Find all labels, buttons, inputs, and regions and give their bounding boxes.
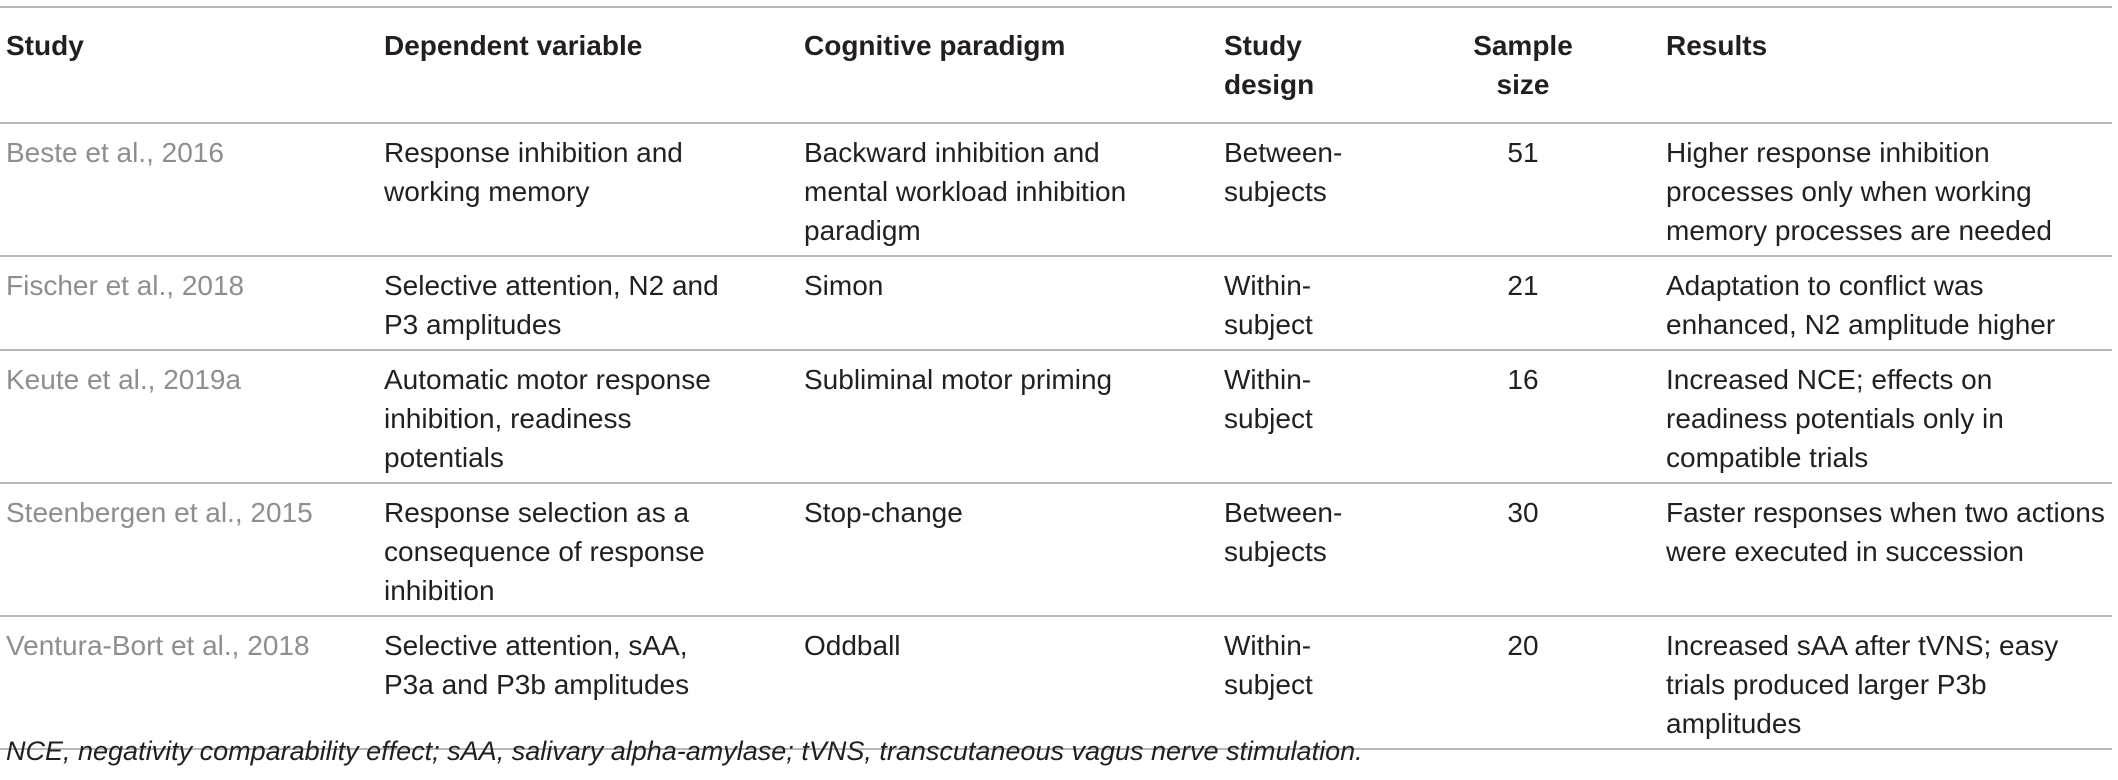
header-cognitive-paradigm: Cognitive paradigm xyxy=(804,30,1066,61)
table-row: Keute et al., 2019a Automatic motor resp… xyxy=(0,350,2112,483)
table-row: Ventura-Bort et al., 2018 Selective atte… xyxy=(0,616,2112,749)
cell-design: Within-subject xyxy=(1224,270,1313,340)
table-row: Fischer et al., 2018 Selective attention… xyxy=(0,256,2112,350)
table-footnote: NCE, negativity comparability effect; sA… xyxy=(6,736,1363,766)
cell-results: Faster responses when two actions were e… xyxy=(1666,497,2105,567)
cell-sample-size: 51 xyxy=(1507,137,1539,168)
cell-sample-size: 16 xyxy=(1507,364,1539,395)
cell-results: Increased NCE; effects on readiness pote… xyxy=(1666,364,2004,473)
cell-results: Increased sAA after tVNS; easy trials pr… xyxy=(1666,630,2059,739)
cell-paradigm: Oddball xyxy=(804,630,901,661)
cell-paradigm: Backward inhibition and mental workload … xyxy=(804,137,1127,246)
cell-paradigm: Subliminal motor priming xyxy=(804,364,1113,395)
cell-study: Fischer et al., 2018 xyxy=(6,270,245,301)
cell-sample-size: 20 xyxy=(1507,630,1539,661)
cell-dependent-variable: Automatic motor response inhibition, rea… xyxy=(384,364,711,473)
studies-table: Study Dependent variable Cognitive parad… xyxy=(0,6,2112,750)
header-study-design: Study design xyxy=(1224,30,1315,100)
header-dependent-variable: Dependent variable xyxy=(384,30,643,61)
cell-design: Within-subject xyxy=(1224,630,1313,700)
cell-design: Within-subject xyxy=(1224,364,1313,434)
cell-study: Ventura-Bort et al., 2018 xyxy=(6,630,310,661)
cell-study: Steenbergen et al., 2015 xyxy=(6,497,313,528)
header-results: Results xyxy=(1666,30,1768,61)
cell-sample-size: 21 xyxy=(1507,270,1539,301)
cell-paradigm: Simon xyxy=(804,270,884,301)
cell-study: Beste et al., 2016 xyxy=(6,137,224,168)
cell-dependent-variable: Selective attention, sAA, P3a and P3b am… xyxy=(384,630,690,700)
cell-paradigm: Stop-change xyxy=(804,497,963,528)
header-study: Study xyxy=(6,30,84,61)
cell-sample-size: 30 xyxy=(1507,497,1539,528)
cell-dependent-variable: Selective attention, N2 and P3 amplitude… xyxy=(384,270,719,340)
table-row: Beste et al., 2016 Response inhibition a… xyxy=(0,123,2112,256)
cell-dependent-variable: Response selection as a consequence of r… xyxy=(384,497,705,606)
cell-results: Adaptation to conflict was enhanced, N2 … xyxy=(1666,270,2056,340)
table-row: Steenbergen et al., 2015 Response select… xyxy=(0,483,2112,616)
header-row: Study Dependent variable Cognitive parad… xyxy=(0,7,2112,123)
cell-study: Keute et al., 2019a xyxy=(6,364,242,395)
cell-design: Between-subjects xyxy=(1224,137,1343,207)
header-sample-size: Sample size xyxy=(1473,30,1573,100)
cell-results: Higher response inhibition processes onl… xyxy=(1666,137,2052,246)
cell-dependent-variable: Response inhibition and working memory xyxy=(384,137,683,207)
cell-design: Between-subjects xyxy=(1224,497,1343,567)
